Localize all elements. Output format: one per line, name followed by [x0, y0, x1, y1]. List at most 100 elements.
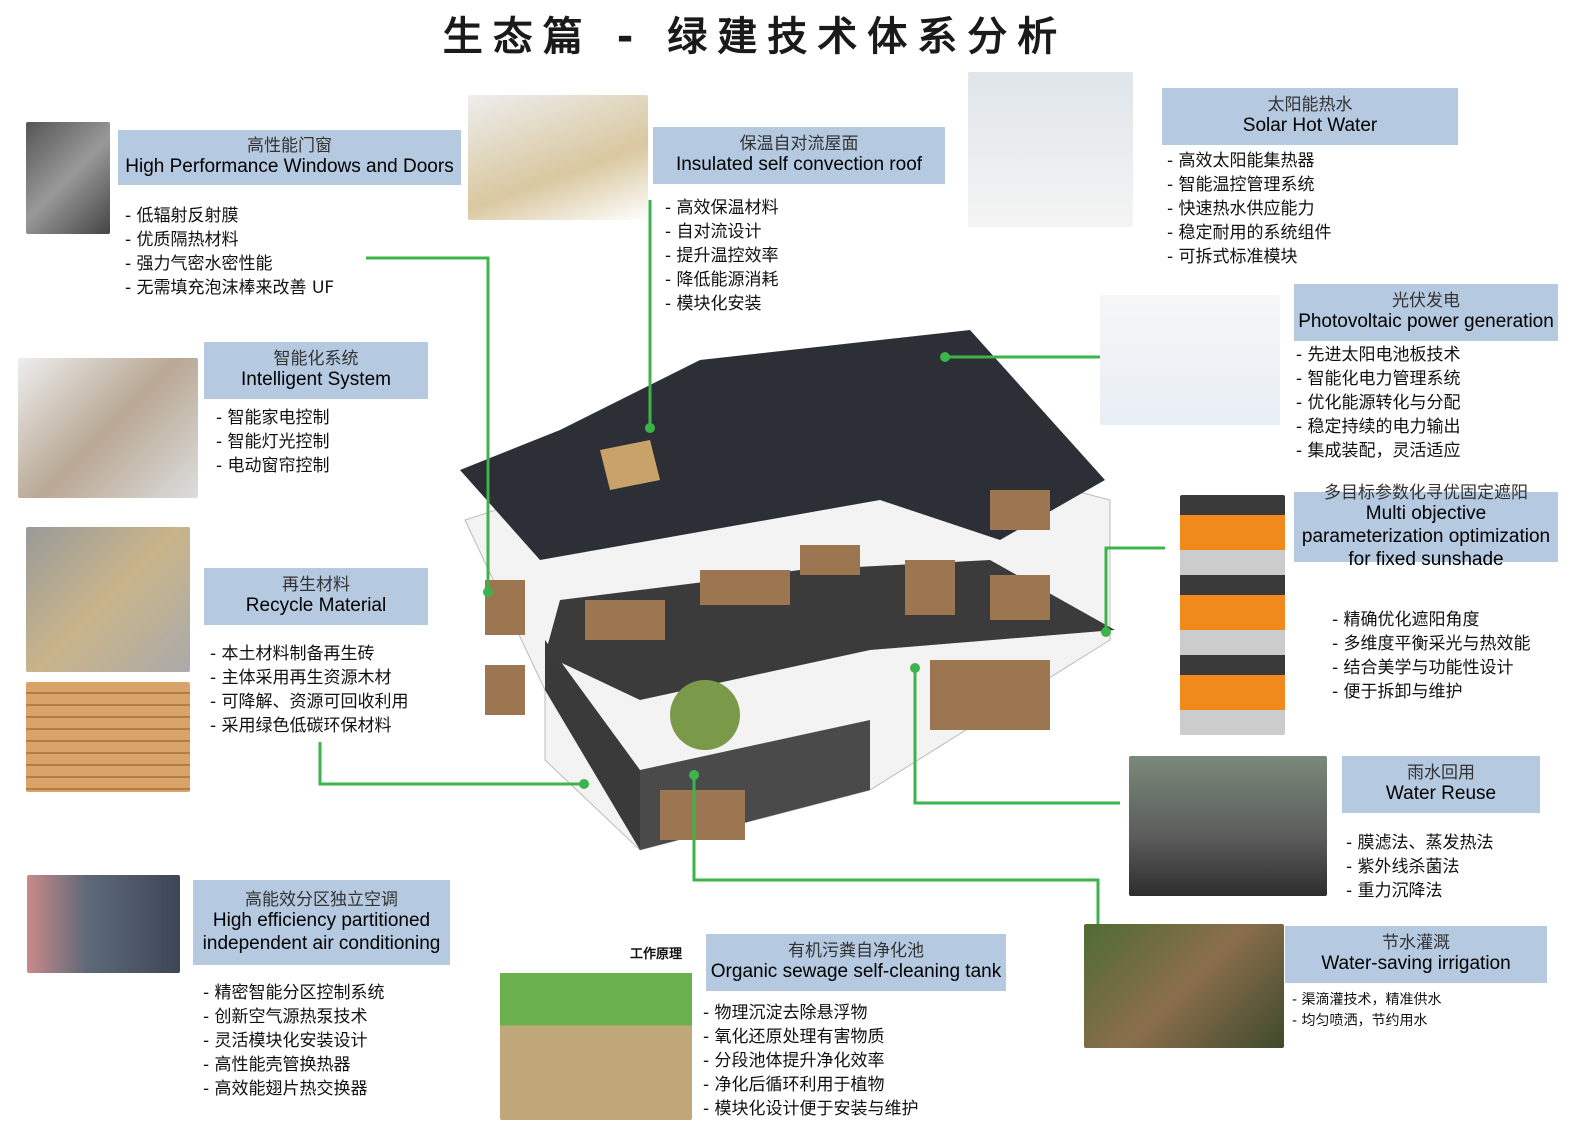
feature-item: - 优化能源转化与分配	[1296, 393, 1461, 413]
smart-home-image	[18, 358, 198, 498]
irrigation-image	[1084, 924, 1284, 1048]
module-title-en: Organic sewage self-cleaning tank	[710, 961, 1002, 983]
recycled-brick-image	[26, 527, 190, 672]
feature-item: - 模块化安装	[665, 294, 762, 314]
module-title-cn: 保温自对流屋面	[739, 133, 859, 154]
connector-dots	[483, 352, 1111, 789]
feature-list: - 先进太阳电池板技术- 智能化电力管理系统- 优化能源转化与分配- 稳定持续的…	[1296, 343, 1461, 463]
feature-item: - 低辐射反射膜	[125, 206, 239, 226]
air-conditioning-image	[27, 875, 180, 973]
module-title-en: Insulated self convection roof	[675, 154, 923, 176]
module-title-cn: 节水灌溉	[1382, 932, 1450, 953]
feature-item: - 灵活模块化安装设计	[203, 1031, 368, 1051]
feature-item: - 稳定耐用的系统组件	[1167, 223, 1332, 243]
solar-hot-water-image	[968, 72, 1133, 227]
feature-item: - 高性能壳管换热器	[203, 1055, 351, 1075]
module-title-cn: 智能化系统	[273, 348, 359, 369]
feature-item: - 均匀喷洒，节约用水	[1292, 1013, 1428, 1029]
feature-item: - 多维度平衡采光与热效能	[1332, 634, 1531, 654]
feature-item: - 自对流设计	[665, 222, 762, 242]
module-title-cn: 光伏发电	[1392, 290, 1460, 311]
feature-list: - 精密智能分区控制系统 - 创新空气源热泵技术 - 灵活模块化安装设计 - 高性能壳…	[203, 981, 385, 1101]
feature-list: - 本土材料制备再生砖 - 主体采用再生资源木材 - 可降解、资源可回收利用 - 采用…	[210, 642, 409, 738]
page-title: 生态篇 - 绿建技术体系分析	[442, 14, 1068, 60]
roof-section-image	[468, 95, 648, 220]
feature-item: - 主体采用再生资源木材	[210, 668, 392, 688]
feature-item: - 采用绿色低碳环保材料	[210, 716, 392, 736]
feature-list: - 高效太阳能集热器- 智能温控管理系统- 快速热水供应能力- 稳定耐用的系统组…	[1167, 149, 1332, 269]
feature-item: - 稳定持续的电力输出	[1296, 417, 1461, 437]
feature-item: - 可降解、资源可回收利用	[210, 692, 409, 712]
feature-item: - 创新空气源热泵技术	[203, 1007, 368, 1027]
feature-list: - 膜滤法、蒸发热法 - 紫外线杀菌法 - 重力沉降法	[1346, 831, 1494, 903]
feature-item: - 氧化还原处理有害物质	[703, 1027, 885, 1047]
sunshade-image	[1180, 495, 1285, 735]
feature-item: - 分段池体提升净化效率	[703, 1051, 885, 1071]
sewage-image-label: 工作原理	[630, 947, 683, 962]
module-title-cn: 有机污粪自净化池	[788, 940, 924, 961]
module-title-en: Photovoltaic power generation	[1298, 311, 1554, 333]
feature-item: - 提升温控效率	[665, 246, 779, 266]
feature-item: - 高效能翅片热交换器	[203, 1079, 368, 1099]
feature-item: - 强力气密水密性能	[125, 254, 273, 274]
module-title-cn: 雨水回用	[1407, 762, 1475, 783]
feature-item: - 快速热水供应能力	[1167, 199, 1315, 219]
feature-item: - 智能家电控制	[216, 408, 330, 428]
module-title-en: Water Reuse	[1385, 783, 1497, 805]
sewage-tank-image: 工作原理	[500, 910, 692, 1120]
feature-item: - 便于拆卸与维护	[1332, 682, 1463, 702]
feature-item: - 智能灯光控制	[216, 432, 330, 452]
feature-item: - 高效保温材料	[665, 198, 779, 218]
module-title-cn: 太阳能热水	[1267, 94, 1353, 115]
window-profile-image	[26, 122, 110, 234]
feature-item: - 电动窗帘控制	[216, 456, 330, 476]
feature-item: - 精密智能分区控制系统	[203, 983, 385, 1003]
pv-system-image	[1100, 295, 1280, 425]
water-reuse-image	[1129, 756, 1327, 896]
feature-item: - 膜滤法、蒸发热法	[1346, 833, 1494, 853]
feature-item: - 物理沉淀去除悬浮物	[703, 1003, 868, 1023]
feature-list: - 物理沉淀去除悬浮物 - 氧化还原处理有害物质 - 分段池体提升净化效率 - 净化后…	[703, 1001, 919, 1121]
module-title-cn: 高能效分区独立空调	[245, 889, 398, 910]
feature-item: - 精确优化遮阳角度	[1332, 610, 1480, 630]
feature-list: - 精确优化遮阳角度- 多维度平衡采光与热效能- 结合美学与功能性设计- 便于拆…	[1332, 608, 1531, 704]
house-illustration	[460, 330, 1115, 851]
feature-item: - 先进太阳电池板技术	[1296, 345, 1461, 365]
module-title-cn: 多目标参数化寻优固定遮阳	[1324, 482, 1528, 503]
feature-item: - 降低能源消耗	[665, 270, 779, 290]
feature-item: - 净化后循环利用于植物	[703, 1075, 885, 1095]
feature-item: - 优质隔热材料	[125, 230, 239, 250]
module-title-en: Intelligent System	[241, 369, 391, 391]
feature-item: - 紫外线杀菌法	[1346, 857, 1460, 877]
module-title-en: Recycle Material	[245, 595, 387, 617]
feature-item: - 重力沉降法	[1346, 881, 1443, 901]
feature-item: - 无需填充泡沫棒来改善 UF	[125, 278, 335, 298]
module-title-cn: 再生材料	[282, 574, 350, 595]
connector-lines	[318, 200, 1165, 926]
feature-item: - 模块化设计便于安装与维护	[703, 1099, 919, 1119]
timber-image	[26, 682, 190, 792]
module-title-en: High Performance Windows and Doors	[125, 156, 454, 178]
feature-item: - 本土材料制备再生砖	[210, 644, 375, 664]
feature-list: - 渠滴灌技术，精准供水- 均匀喷洒，节约用水	[1292, 990, 1442, 1032]
module-title-en: Multi objective parameterization optimiz…	[1301, 503, 1551, 570]
feature-list: - 高效保温材料 - 自对流设计 - 提升温控效率 - 降低能源消耗 - 模块化安装	[665, 196, 779, 316]
feature-list: - 低辐射反射膜 - 优质隔热材料 - 强力气密水密性能 - 无需填充泡沫棒来改善 U…	[125, 204, 334, 300]
module-title-en: Solar Hot Water	[1242, 115, 1378, 137]
feature-item: - 高效太阳能集热器	[1167, 151, 1315, 171]
module-title-cn: 高性能门窗	[247, 135, 332, 156]
feature-item: - 可拆式标准模块	[1167, 247, 1298, 267]
module-title-en: Water-saving irrigation	[1321, 953, 1511, 975]
